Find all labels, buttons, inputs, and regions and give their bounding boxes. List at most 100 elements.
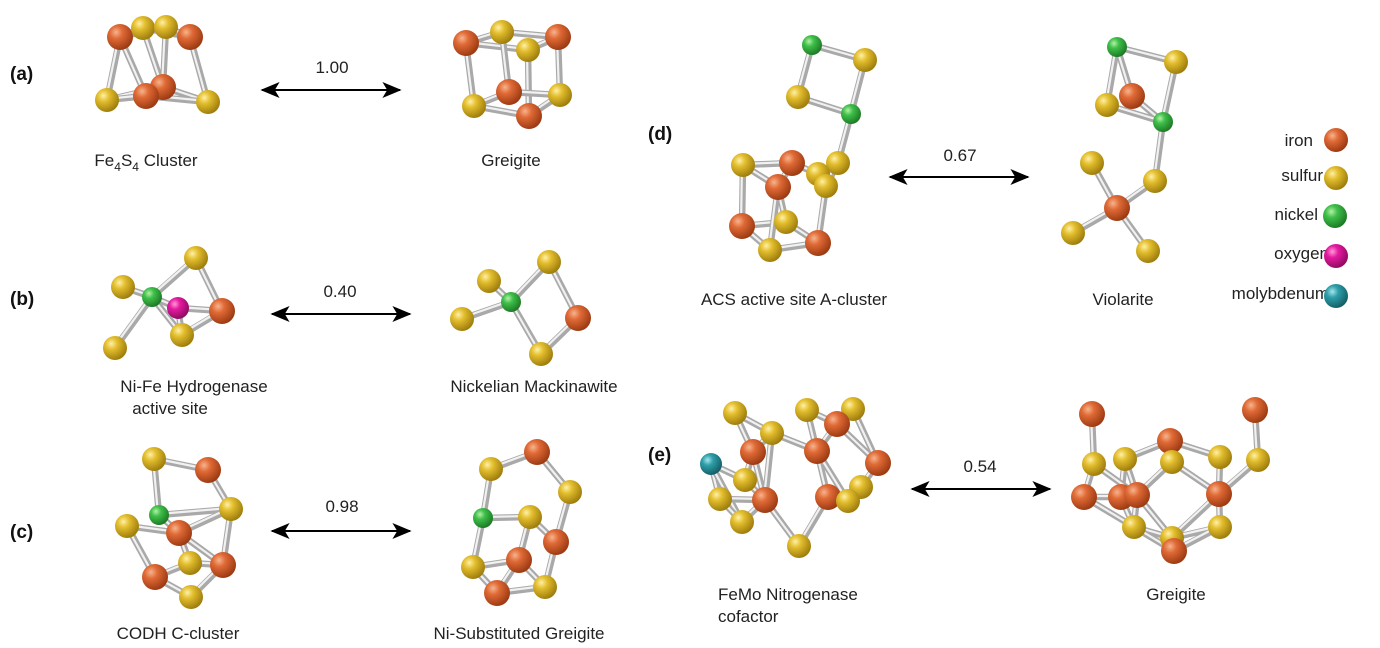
iron-atom bbox=[779, 150, 805, 176]
sulfur-atom bbox=[760, 421, 784, 445]
sulfur-atom bbox=[95, 88, 119, 112]
sulfur-atom bbox=[841, 397, 865, 421]
iron-atom bbox=[142, 564, 168, 590]
iron-atom bbox=[543, 529, 569, 555]
molecule-nife-hydrogenase-site bbox=[103, 246, 235, 360]
legend-label-oxygen: oxygen bbox=[1274, 244, 1329, 263]
iron-atom bbox=[195, 457, 221, 483]
iron-atom bbox=[1071, 484, 1097, 510]
iron-atom bbox=[1242, 397, 1268, 423]
sulfur-atom bbox=[814, 174, 838, 198]
sulfur-atom bbox=[115, 514, 139, 538]
sulfur-atom bbox=[179, 585, 203, 609]
nickel-atom bbox=[1107, 37, 1127, 57]
caption-greigite-e: Greigite bbox=[1146, 585, 1206, 604]
nickel-atom bbox=[1153, 112, 1173, 132]
sulfur-atom bbox=[733, 468, 757, 492]
sulfur-atom bbox=[1095, 93, 1119, 117]
sulfur-atom bbox=[1122, 515, 1146, 539]
sulfur-atom bbox=[1113, 447, 1137, 471]
similarity-value-a: 1.00 bbox=[315, 58, 348, 77]
sulfur-atom bbox=[479, 457, 503, 481]
sulfur-atom bbox=[826, 151, 850, 175]
iron-atom bbox=[805, 230, 831, 256]
sulfur-atom bbox=[518, 505, 542, 529]
iron-atom bbox=[496, 79, 522, 105]
similarity-value-b: 0.40 bbox=[323, 282, 356, 301]
sulfur-atom bbox=[836, 489, 860, 513]
sulfur-atom bbox=[1143, 169, 1167, 193]
iron-atom bbox=[524, 439, 550, 465]
caption-nickelian-mackinawite: Nickelian Mackinawite bbox=[450, 377, 617, 396]
iron-atom bbox=[210, 552, 236, 578]
caption-ni-substituted-greigite: Ni-Substituted Greigite bbox=[433, 624, 604, 643]
iron-atom bbox=[177, 24, 203, 50]
nickel-atom bbox=[841, 104, 861, 124]
panel-label-b: (b) bbox=[10, 289, 34, 310]
panel-label-a: (a) bbox=[10, 64, 33, 85]
sulfur-atom bbox=[170, 323, 194, 347]
sulfur-atom bbox=[142, 447, 166, 471]
legend-label-molybdenum: molybdenum bbox=[1232, 284, 1329, 303]
iron-atom bbox=[516, 103, 542, 129]
caption-acs-a-cluster: ACS active site A-cluster bbox=[701, 290, 887, 309]
iron-atom bbox=[865, 450, 891, 476]
iron-atom bbox=[1104, 195, 1130, 221]
molecule-femo-cofactor bbox=[700, 397, 891, 558]
molecule-greigite-e bbox=[1071, 397, 1270, 564]
iron-atom bbox=[484, 580, 510, 606]
sulfur-atom bbox=[1208, 515, 1232, 539]
similarity-value-e: 0.54 bbox=[963, 457, 996, 476]
bond-highlight bbox=[156, 506, 232, 516]
nickel-atom bbox=[149, 505, 169, 525]
sulfur-atom bbox=[1164, 50, 1188, 74]
sulfur-atom bbox=[111, 275, 135, 299]
nickel-atom bbox=[501, 292, 521, 312]
panel-label-e: (e) bbox=[648, 445, 671, 466]
sulfur-atom bbox=[461, 555, 485, 579]
sulfur-atom bbox=[731, 153, 755, 177]
iron-atom bbox=[729, 213, 755, 239]
sulfur-atom bbox=[533, 575, 557, 599]
molecule-violarite bbox=[1061, 37, 1188, 263]
legend-label-iron: iron bbox=[1285, 131, 1313, 150]
iron-atom bbox=[1124, 482, 1150, 508]
sulfur-atom bbox=[537, 250, 561, 274]
sulfur-atom bbox=[1136, 239, 1160, 263]
oxygen-sphere-icon bbox=[1324, 244, 1348, 268]
sulfur-atom bbox=[490, 20, 514, 44]
similarity-value-c: 0.98 bbox=[325, 497, 358, 516]
sulfur-atom bbox=[548, 83, 572, 107]
molybdenum-atom bbox=[700, 453, 722, 475]
iron-atom bbox=[752, 487, 778, 513]
sulfur-atom bbox=[1082, 452, 1106, 476]
sulfur-atom bbox=[131, 16, 155, 40]
sulfur-atom bbox=[1246, 448, 1270, 472]
iron-atom bbox=[765, 174, 791, 200]
oxygen-atom bbox=[167, 297, 189, 319]
sulfur-atom bbox=[219, 497, 243, 521]
sulfur-atom bbox=[787, 534, 811, 558]
sulfur-atom bbox=[184, 246, 208, 270]
iron-atom bbox=[506, 547, 532, 573]
sulfur-atom bbox=[196, 90, 220, 114]
iron-atom bbox=[1206, 481, 1232, 507]
iron-atom bbox=[1157, 428, 1183, 454]
sulfur-atom bbox=[103, 336, 127, 360]
sulfur-sphere-icon bbox=[1324, 166, 1348, 190]
molecule-codh-c-cluster bbox=[115, 447, 243, 609]
panel-label-d: (d) bbox=[648, 124, 672, 145]
molecule-acs-a-cluster bbox=[729, 35, 877, 262]
sulfur-atom bbox=[558, 480, 582, 504]
legend-label-nickel: nickel bbox=[1275, 205, 1318, 224]
iron-atom bbox=[804, 438, 830, 464]
legend-label-sulfur: sulfur bbox=[1281, 166, 1323, 185]
sulfur-atom bbox=[450, 307, 474, 331]
nickel-atom bbox=[473, 508, 493, 528]
caption-codh-c-cluster: CODH C-cluster bbox=[117, 624, 240, 643]
sulfur-atom bbox=[516, 38, 540, 62]
iron-atom bbox=[824, 411, 850, 437]
sulfur-atom bbox=[1160, 450, 1184, 474]
sulfur-atom bbox=[1208, 445, 1232, 469]
